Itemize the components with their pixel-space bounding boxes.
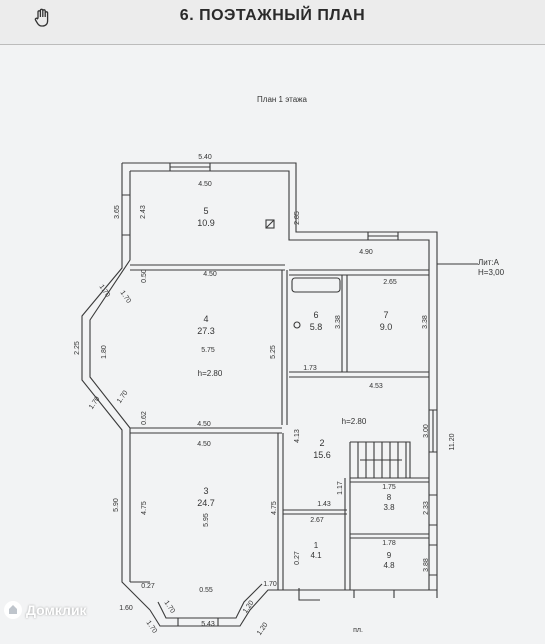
plan-sheet bbox=[0, 44, 545, 644]
dimension: 3.65 bbox=[114, 205, 121, 219]
height-label: Н=3,00 bbox=[478, 268, 505, 277]
plan-labels: План 1 этажа Лит:А Н=3,00 5 10.9 4 27.3 … bbox=[74, 95, 505, 637]
liter-label: Лит:А bbox=[478, 258, 500, 267]
dimension: 1.73 bbox=[303, 365, 317, 372]
dimension: 2.65 bbox=[383, 279, 397, 286]
room-area: 9.0 bbox=[380, 322, 393, 332]
dimension: 0.27 bbox=[294, 551, 301, 565]
dimension: 1.75 bbox=[382, 484, 396, 491]
dimension: 2.67 bbox=[310, 517, 324, 524]
dimension: 4.50 bbox=[197, 421, 211, 428]
room-number: 9 bbox=[387, 551, 392, 560]
dimension: 3.88 bbox=[423, 558, 430, 572]
dimension: 3.00 bbox=[423, 424, 430, 438]
dimension: 0.62 bbox=[141, 411, 148, 425]
dimension: 1.70 bbox=[97, 284, 111, 299]
page-title: 6. ПОЭТАЖНЫЙ ПЛАН bbox=[179, 7, 366, 24]
room-number: 1 bbox=[314, 541, 319, 550]
dimension: 2.33 bbox=[423, 501, 430, 515]
dimension: 5.90 bbox=[113, 498, 120, 512]
dimension: 1.78 bbox=[382, 540, 396, 547]
dimension: 1.70 bbox=[263, 581, 277, 588]
dimension: 1.70 bbox=[88, 395, 102, 410]
room-height: h=2.80 bbox=[198, 369, 223, 378]
dimension: 4.90 bbox=[359, 249, 373, 256]
dimension: 5.95 bbox=[203, 513, 210, 527]
dimension: 0.50 bbox=[141, 269, 148, 283]
room-area: 4.8 bbox=[383, 561, 395, 570]
dimension: 5.25 bbox=[270, 345, 277, 359]
dimension: 1.43 bbox=[317, 501, 331, 508]
room-area: 4.1 bbox=[310, 551, 322, 560]
dimension: 1.17 bbox=[337, 481, 344, 495]
room-height: h=2.80 bbox=[342, 417, 367, 426]
room-number: 8 bbox=[387, 493, 392, 502]
watermark: Домклик bbox=[4, 601, 87, 619]
dimension: 11.20 bbox=[449, 433, 456, 450]
dimension: 1.80 bbox=[101, 345, 108, 359]
dimension: 1.70 bbox=[162, 600, 176, 615]
house-icon bbox=[4, 601, 22, 619]
dimension: 2.85 bbox=[294, 211, 301, 225]
outside-label: пл. bbox=[353, 627, 363, 634]
dimension: 1.70 bbox=[118, 290, 132, 305]
dimension: 5.43 bbox=[201, 621, 215, 628]
dimension: 2.25 bbox=[74, 341, 81, 355]
sheet-edge bbox=[0, 44, 545, 45]
room-number: 4 bbox=[203, 314, 208, 324]
dimension: 1.70 bbox=[116, 389, 130, 404]
watermark-text: Домклик bbox=[26, 602, 87, 618]
dimension: 0.27 bbox=[141, 583, 155, 590]
room-area: 10.9 bbox=[197, 218, 215, 228]
room-area: 15.6 bbox=[313, 450, 331, 460]
room-number: 5 bbox=[203, 206, 208, 216]
dimension: 4.13 bbox=[294, 429, 301, 443]
room-area: 24.7 bbox=[197, 498, 215, 508]
plan-subtitle: План 1 этажа bbox=[257, 95, 307, 104]
dimension: 4.50 bbox=[203, 271, 217, 278]
dimension: 4.50 bbox=[197, 441, 211, 448]
dimension: 0.55 bbox=[199, 587, 213, 594]
dimension: 1.70 bbox=[144, 620, 158, 635]
room-number: 7 bbox=[383, 310, 388, 320]
dimension: 4.75 bbox=[271, 501, 278, 515]
room-area: 27.3 bbox=[197, 326, 215, 336]
room-area: 3.8 bbox=[383, 503, 395, 512]
room-number: 3 bbox=[203, 486, 208, 496]
dimension: 4.50 bbox=[198, 181, 212, 188]
room-number: 2 bbox=[319, 438, 324, 448]
dimension: 3.38 bbox=[335, 315, 342, 329]
dimension: 1.60 bbox=[119, 605, 133, 612]
dimension: 2.43 bbox=[140, 205, 147, 219]
room-number: 6 bbox=[313, 310, 318, 320]
dimension: 1.20 bbox=[256, 621, 270, 636]
dimension: 5.75 bbox=[201, 347, 215, 354]
dimension: 4.75 bbox=[141, 501, 148, 515]
header-band bbox=[0, 0, 545, 40]
dimension: 5.40 bbox=[198, 154, 212, 161]
dimension: 3.38 bbox=[422, 315, 429, 329]
dimension: 4.53 bbox=[369, 383, 383, 390]
room-area: 5.8 bbox=[310, 322, 323, 332]
hand-icon bbox=[34, 8, 49, 27]
